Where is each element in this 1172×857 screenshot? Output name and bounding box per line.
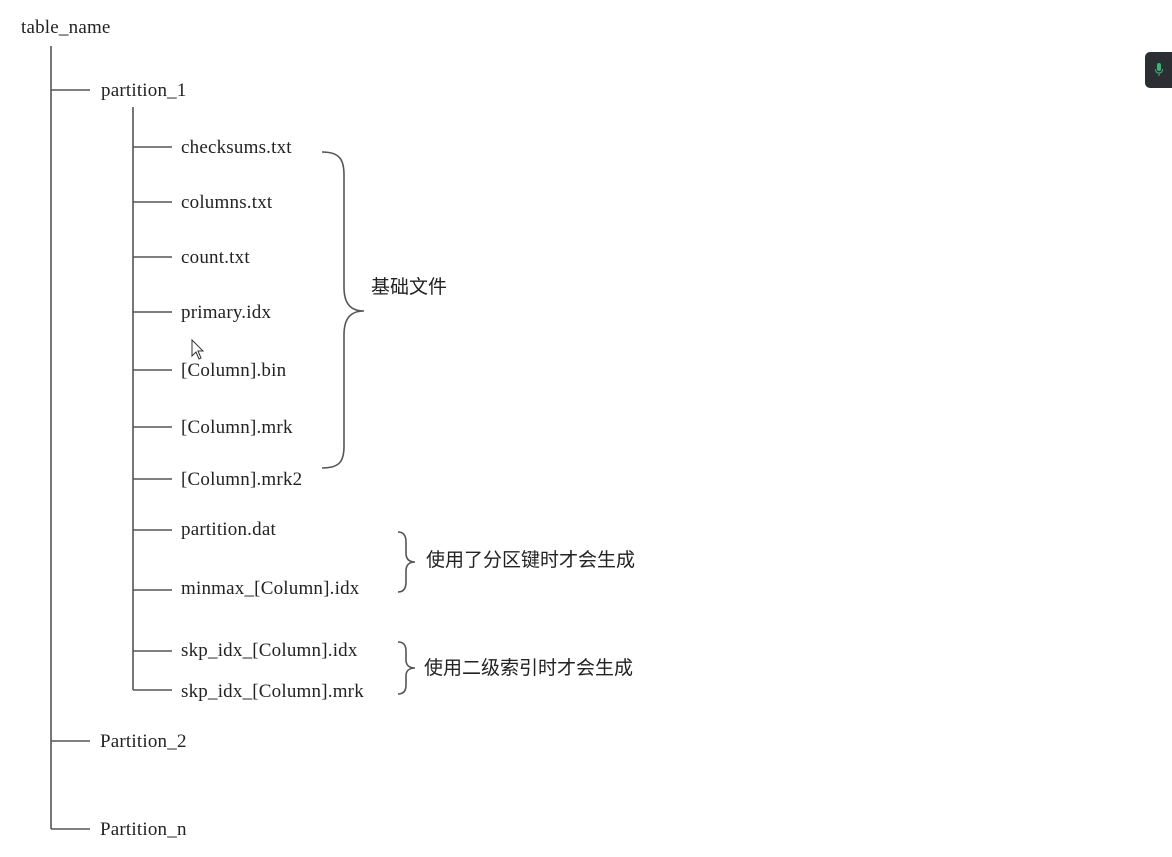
partition-n-label: Partition_n [100, 819, 187, 840]
file-label: minmax_[Column].idx [181, 578, 360, 599]
file-label: partition.dat [181, 519, 276, 540]
file-label: columns.txt [181, 192, 273, 213]
annotation-partition-key: 使用了分区键时才会生成 [426, 549, 636, 571]
annotation-basic-files: 基础文件 [371, 276, 448, 298]
partition-2-label: Partition_2 [100, 731, 187, 752]
file-label: primary.idx [181, 302, 272, 323]
file-label: count.txt [181, 247, 250, 268]
file-label: skp_idx_[Column].idx [181, 640, 358, 661]
file-label: skp_idx_[Column].mrk [181, 681, 364, 702]
brace-basic-files [321, 151, 365, 469]
root-label: table_name [21, 17, 111, 38]
file-label: [Column].mrk2 [181, 469, 303, 490]
microphone-button[interactable] [1145, 52, 1172, 88]
annotation-secondary-index: 使用二级索引时才会生成 [424, 657, 634, 679]
file-label: checksums.txt [181, 137, 292, 158]
microphone-icon [1155, 63, 1163, 76]
file-label: [Column].mrk [181, 417, 293, 438]
brace-partition-key [397, 531, 416, 593]
mouse-cursor-icon [191, 339, 205, 360]
file-label: [Column].bin [181, 360, 287, 381]
brace-secondary-index [397, 641, 416, 695]
partition-1-label: partition_1 [101, 80, 187, 101]
